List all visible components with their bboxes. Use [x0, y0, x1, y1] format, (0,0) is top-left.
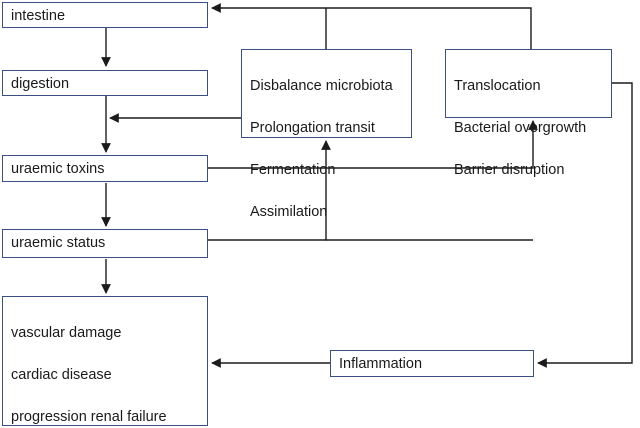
node-uraemic-toxins[interactable]: uraemic toxins	[2, 155, 208, 182]
translocation-line: Translocation	[454, 78, 541, 94]
outcome-line: vascular damage	[11, 325, 122, 341]
node-inflammation[interactable]: Inflammation	[330, 350, 534, 377]
microbiota-line: Assimilation	[250, 204, 328, 220]
node-translocation[interactable]: Translocation Bacterial overgrowth Barri…	[445, 49, 612, 178]
node-disbalance-microbiota[interactable]: Disbalance microbiota Prolongation trans…	[241, 49, 412, 220]
microbiota-line: Disbalance microbiota	[250, 78, 393, 94]
outcome-line: progression renal failure	[11, 409, 167, 425]
connector-translocation-to-intestine	[211, 3, 532, 50]
translocation-line: Barrier disruption	[454, 162, 565, 178]
connector-translocation-to-inflammation	[537, 82, 633, 368]
node-digestion[interactable]: digestion	[2, 70, 208, 96]
node-uraemic-status[interactable]: uraemic status	[2, 229, 208, 258]
microbiota-line: Fermentation	[250, 162, 336, 178]
node-clinical-outcomes[interactable]: vascular damage cardiac disease progress…	[2, 296, 208, 426]
node-intestine[interactable]: intestine	[2, 2, 208, 28]
translocation-line: Bacterial overgrowth	[454, 120, 587, 136]
connector-uraemic-toxins-to-translocation	[208, 120, 538, 169]
microbiota-line: Prolongation transit	[250, 120, 375, 136]
outcome-line: cardiac disease	[11, 367, 112, 383]
